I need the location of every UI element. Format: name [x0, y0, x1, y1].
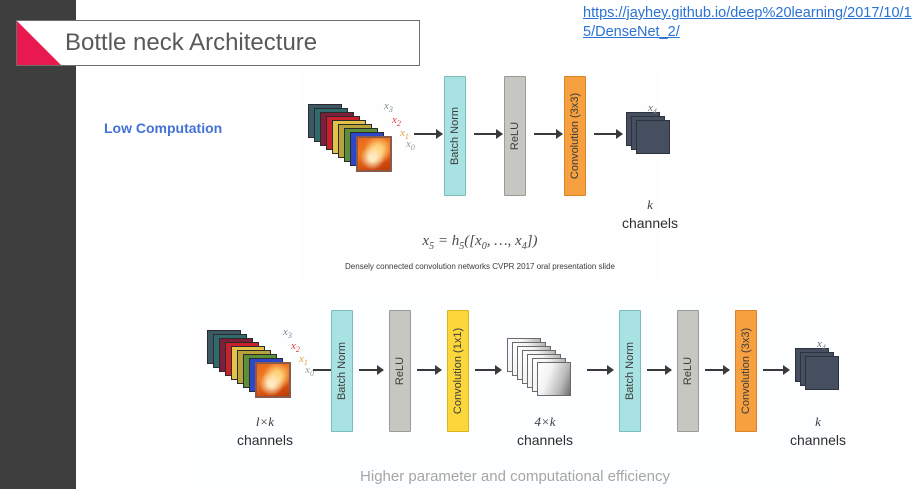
- figure-credit: Densely connected convolution networks C…: [345, 262, 615, 271]
- channels-word: channels: [516, 432, 574, 448]
- block-relu-2: ReLU: [677, 310, 699, 432]
- arrow-relu2-to-conv3x3: [705, 369, 729, 371]
- bottleneck-channels-caption: 4×k channels: [495, 414, 595, 448]
- block-label: ReLU: [509, 121, 521, 151]
- low-computation-annotation: Low Computation: [104, 120, 223, 136]
- output-feature-map-stack: [626, 112, 674, 158]
- block-convolution-3x3: Convolution (3x3): [564, 76, 586, 196]
- arrow-bn1-to-relu1: [359, 369, 383, 371]
- stack-label-x2: x2: [291, 340, 300, 355]
- block-batch-norm-2: Batch Norm: [619, 310, 641, 432]
- channels-k: k: [815, 414, 821, 429]
- block-label: ReLU: [394, 356, 406, 386]
- figure-bottleneck-dense-layer: x3 x2 x1 x0 l×k channels Batch Norm ReLU…: [195, 292, 846, 489]
- channels-word: channels: [621, 215, 679, 231]
- bottleneck-feature-map-stack: [507, 338, 579, 400]
- block-label: Convolution (1x1): [452, 327, 464, 415]
- block-label: Convolution (3x3): [569, 92, 581, 180]
- block-relu-1: ReLU: [504, 76, 526, 196]
- channels-word: channels: [236, 432, 294, 448]
- block-label: Convolution (3x3): [740, 327, 752, 415]
- input-feature-map-stack: [308, 104, 394, 178]
- stack-label-x2: x2: [392, 114, 401, 129]
- block-label: Batch Norm: [449, 106, 461, 166]
- block-label: Batch Norm: [624, 341, 636, 401]
- stack-label-x0: x0: [305, 364, 314, 379]
- arrow-bottleneck-to-bn2: [587, 369, 613, 371]
- block-relu-1: ReLU: [389, 310, 411, 432]
- output-channels-caption: k channels: [605, 197, 695, 231]
- channels-word: channels: [789, 432, 847, 448]
- output-label-x4: x4: [648, 102, 657, 117]
- arrow-conv1x1-to-bottleneck-maps: [475, 369, 501, 371]
- block-batch-norm-1: Batch Norm: [331, 310, 353, 432]
- slide-title-box: Bottle neck Architecture: [16, 20, 420, 66]
- arrow-conv3x3-to-output: [763, 369, 789, 371]
- output-feature-map-stack: [795, 348, 843, 394]
- arrow-bn2-to-relu2: [647, 369, 671, 371]
- input-feature-map-stack: [207, 330, 293, 404]
- arrow-input-to-bn1: [313, 369, 339, 371]
- channels-4xk: 4×k: [534, 414, 556, 429]
- block-label: ReLU: [682, 356, 694, 386]
- source-url-link[interactable]: https://jayhey.github.io/deep%20learning…: [583, 5, 912, 40]
- stack-label-x1: x1: [299, 353, 308, 368]
- arrow-relu1-to-conv1x1: [417, 369, 441, 371]
- channels-lxk: l×k: [255, 414, 275, 429]
- stack-label-x3: x3: [283, 326, 292, 341]
- figure-bottom-caption: Higher parameter and computational effic…: [360, 468, 670, 485]
- formula-x5: x5 = h5([x0, …, x4]): [422, 233, 538, 252]
- output-label-x4: x4: [817, 338, 826, 353]
- slide-left-strip: [0, 0, 76, 489]
- block-convolution-3x3: Convolution (3x3): [735, 310, 757, 432]
- arrow-input-to-bn: [414, 133, 442, 135]
- input-channels-caption: l×k channels: [215, 414, 315, 448]
- block-label: Batch Norm: [336, 341, 348, 401]
- stack-label-x3: x3: [384, 100, 393, 115]
- stack-label-x0: x0: [406, 138, 415, 153]
- block-batch-norm-1: Batch Norm: [444, 76, 466, 196]
- figure-basic-dense-layer: x3 x2 x1 x0 Batch Norm ReLU Convolution …: [300, 72, 678, 284]
- output-channels-caption: k channels: [773, 414, 863, 448]
- block-convolution-1x1: Convolution (1x1): [447, 310, 469, 432]
- title-corner-accent: [17, 21, 61, 65]
- arrow-conv-to-output: [594, 133, 622, 135]
- page-title: Bottle neck Architecture: [65, 29, 318, 56]
- stack-label-x1: x1: [400, 127, 409, 142]
- channels-k: k: [647, 197, 653, 212]
- arrow-bn-to-relu: [474, 133, 502, 135]
- arrow-relu-to-conv: [534, 133, 562, 135]
